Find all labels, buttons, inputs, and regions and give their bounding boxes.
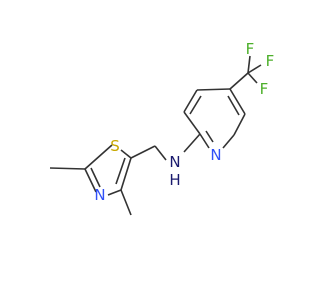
thiazole-ring xyxy=(84,144,132,196)
bond-c2-n3 xyxy=(84,168,97,193)
methylene-linker xyxy=(130,145,167,161)
bond-cf3-f-upper-right xyxy=(247,64,262,74)
pyridine-ring xyxy=(183,88,246,149)
bond-py-c5-c6-double xyxy=(227,95,240,116)
bond-py-n-c2-double xyxy=(205,130,214,143)
bond-py-c6-c7 xyxy=(233,113,246,136)
bond-s-c2 xyxy=(84,144,113,170)
bond-c4-c5-double xyxy=(115,157,126,185)
bond-c5-s xyxy=(120,149,132,159)
bond-nh-c2py xyxy=(183,133,201,153)
bond-cf3-f-top xyxy=(247,55,251,74)
bond-c2-methyl xyxy=(49,167,86,170)
pyridine-nitrogen-label: N xyxy=(210,146,221,164)
bond-py-c5-c6 xyxy=(229,88,246,115)
fluorine-upper-right-label: F xyxy=(266,52,275,70)
thiazole-methyls xyxy=(49,167,132,216)
amine-hydrogen-label: H xyxy=(169,171,180,189)
thiazole-nitrogen-label: N xyxy=(94,186,105,204)
bond-c4-c5 xyxy=(120,157,132,191)
bond-py-c3-c4 xyxy=(183,89,198,113)
bond-py-c4-c5 xyxy=(196,88,231,91)
atom-labels: S N N H N F F F xyxy=(94,40,274,204)
bond-c4-methyl xyxy=(120,189,132,216)
bond-py-c7-n xyxy=(222,134,235,149)
bond-c2-n3-double xyxy=(90,167,101,188)
bond-py-c2-c3 xyxy=(183,111,201,135)
trifluoromethyl-group xyxy=(229,55,262,90)
bond-c5-cf3 xyxy=(229,72,249,90)
fluorine-right-label: F xyxy=(260,80,269,98)
bond-c5-ch2 xyxy=(130,145,156,159)
bond-ch2-n xyxy=(154,145,167,161)
sulfur-label: S xyxy=(110,137,120,155)
bond-cf3-f-right xyxy=(247,72,258,84)
bond-py-n-c2 xyxy=(199,133,210,149)
bond-py-c3-c4-double xyxy=(189,95,202,115)
molecule-structure: S N N H N F F F xyxy=(49,40,274,216)
bond-n3-c4 xyxy=(107,189,122,196)
amine-nitrogen-label: N xyxy=(169,153,180,171)
fluorine-top-label: F xyxy=(246,40,255,58)
